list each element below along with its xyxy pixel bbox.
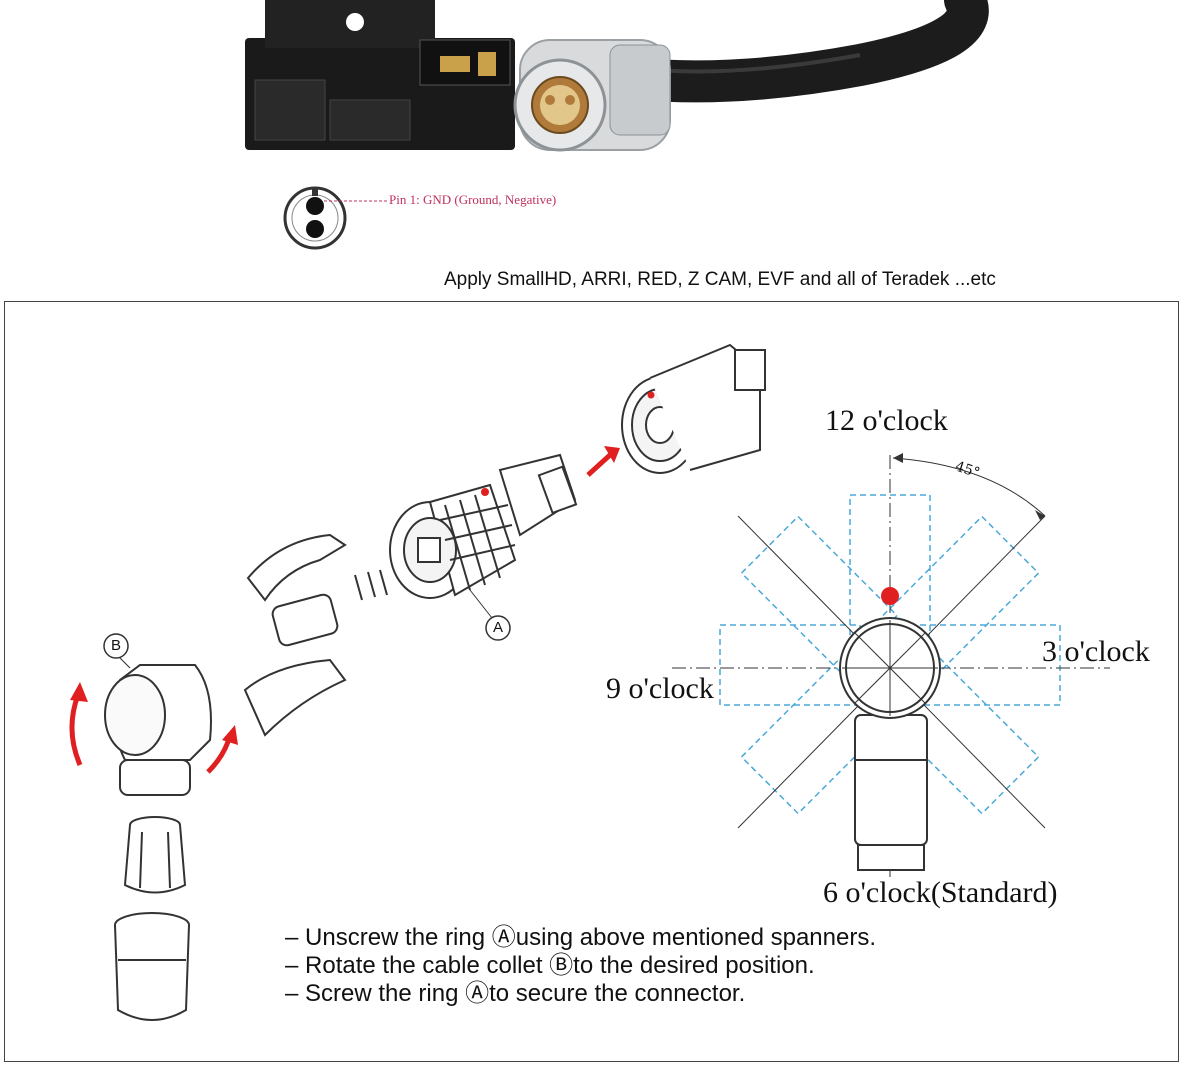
clock-9-label: 9 o'clock bbox=[606, 672, 714, 705]
product-photo bbox=[245, 0, 989, 152]
pin-label: Pin 1: GND (Ground, Negative) bbox=[389, 192, 557, 207]
receptacle-part bbox=[621, 343, 766, 474]
plug-body-part bbox=[389, 453, 578, 599]
clock-3-label: 3 o'clock bbox=[1042, 635, 1150, 668]
index-dot-icon bbox=[881, 587, 899, 605]
rotate-left-arrow-icon bbox=[69, 694, 83, 766]
callout-a-label: A bbox=[492, 619, 503, 636]
callout-b-label: B bbox=[110, 637, 121, 654]
clock-6-label: 6 o'clock(Standard) bbox=[823, 876, 1058, 909]
cable-nut-part bbox=[114, 912, 190, 1021]
assembly-diagram-frame bbox=[4, 301, 1179, 1062]
collet-sleeve-part bbox=[123, 816, 187, 894]
dtap-connector bbox=[245, 0, 515, 150]
lemo-connector bbox=[513, 39, 671, 152]
insert-arrow-icon bbox=[586, 453, 612, 477]
pin-diagram-icon bbox=[283, 186, 388, 250]
instruction-list: – Unscrew the ring Ⓐusing above mentione… bbox=[285, 924, 876, 1008]
callout-a-circle bbox=[485, 615, 511, 641]
clamp-halves-part bbox=[243, 533, 388, 737]
orientation-diagram bbox=[672, 453, 1110, 880]
compatibility-caption: Apply SmallHD, ARRI, RED, Z CAM, EVF and… bbox=[444, 269, 996, 290]
callout-b-circle bbox=[103, 633, 129, 659]
clock-12-label: 12 o'clock bbox=[825, 404, 948, 437]
collet-b-part bbox=[104, 664, 212, 796]
instruction-step: – Unscrew the ring Ⓐusing above mentione… bbox=[285, 924, 877, 951]
instruction-step: – Screw the ring Ⓐto secure the connecto… bbox=[285, 980, 746, 1007]
instruction-step: – Rotate the cable collet Ⓑto the desire… bbox=[285, 952, 815, 979]
